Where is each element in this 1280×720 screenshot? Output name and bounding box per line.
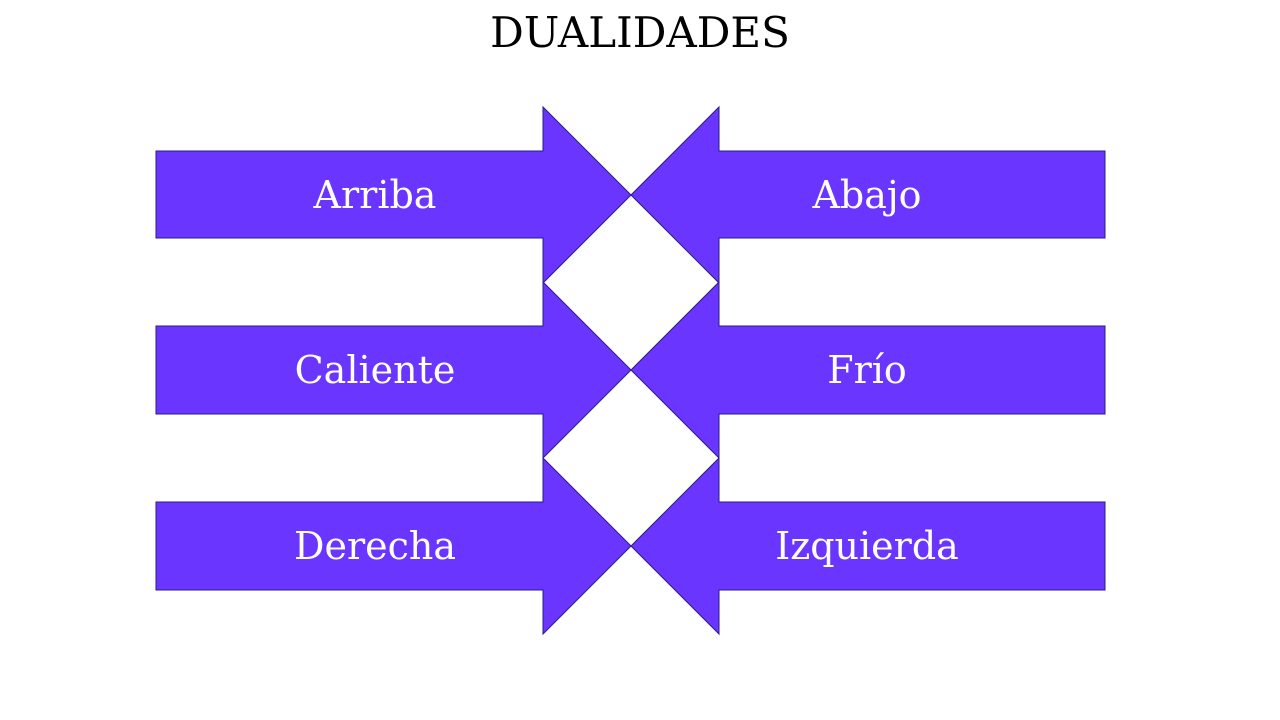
duality-row-1: Arriba Abajo <box>155 105 1106 285</box>
right-pointing-arrow-2 <box>155 280 632 460</box>
right-label-2: Frío <box>827 348 907 392</box>
left-label-3: Derecha <box>294 524 456 568</box>
right-label-3: Izquierda <box>775 524 959 568</box>
left-label-1: Arriba <box>313 173 437 217</box>
right-label-1: Abajo <box>811 173 921 217</box>
left-pointing-arrow-1 <box>630 105 1106 285</box>
right-pointing-arrow-1 <box>155 105 632 285</box>
duality-row-3: Derecha Izquierda <box>155 456 1106 636</box>
left-pointing-arrow-2 <box>630 280 1106 460</box>
left-label-2: Caliente <box>295 348 456 392</box>
slide-title: DUALIDADES <box>490 8 790 57</box>
left-pointing-arrow-3 <box>630 456 1106 636</box>
duality-row-2: Caliente Frío <box>155 280 1106 460</box>
right-pointing-arrow-3 <box>155 456 632 636</box>
